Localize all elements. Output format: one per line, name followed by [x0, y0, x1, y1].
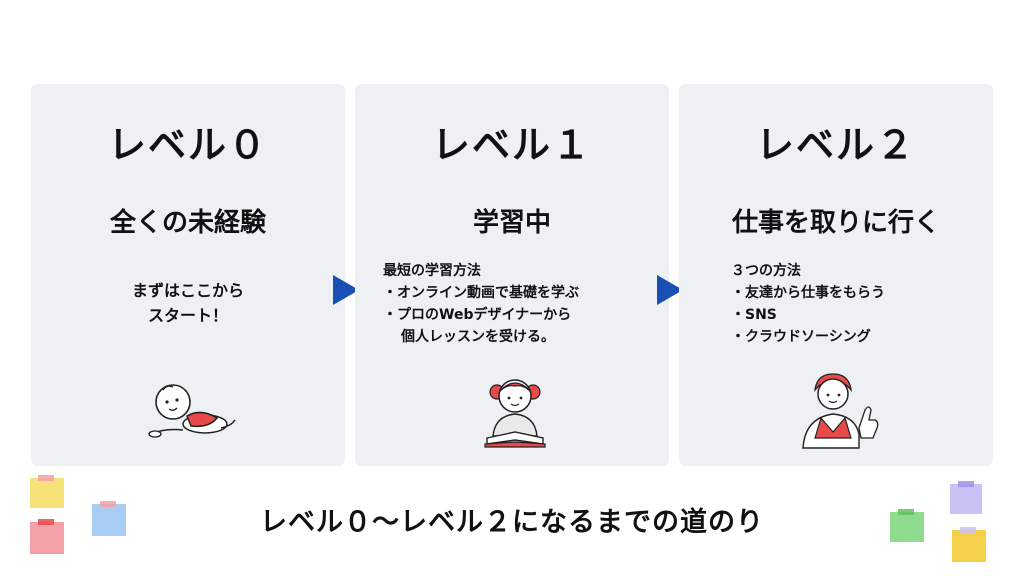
- level-1-heading: 最短の学習方法: [383, 263, 481, 279]
- level-0-line-2: スタート！: [147, 306, 228, 325]
- sticky-note-blue: [92, 501, 126, 536]
- level-1-card: レベル１ 学習中 最短の学習方法 ・オンライン動画で基礎を学ぶ ・プロのWebデ…: [355, 84, 669, 466]
- level-2-heading: ３つの方法: [731, 263, 801, 279]
- tape-decoration: [958, 481, 974, 487]
- tape-decoration: [38, 475, 54, 481]
- level-0-line-1: まずはここから: [131, 281, 244, 300]
- sticky-note-gold: [952, 527, 986, 562]
- arrow-right-icon: [333, 275, 359, 305]
- level-2-card: レベル２ 仕事を取りに行く ３つの方法 ・友達から仕事をもらう ・SNS ・クラ…: [679, 84, 993, 466]
- tape-decoration: [100, 501, 116, 507]
- level-2-description: ３つの方法 ・友達から仕事をもらう ・SNS ・クラウドソーシング: [731, 260, 885, 348]
- level-2-item-1: ・友達から仕事をもらう: [731, 285, 885, 301]
- level-2-item-3: ・クラウドソーシング: [731, 329, 871, 345]
- level-2-title: レベル２: [755, 123, 916, 167]
- baby-crawling-icon: [148, 384, 236, 438]
- level-1-description: 最短の学習方法 ・オンライン動画で基礎を学ぶ ・プロのWebデザイナーから 個人…: [383, 260, 579, 348]
- level-1-item-3: 個人レッスンを受ける。: [401, 329, 555, 345]
- sticky-note-yellow: [30, 475, 64, 508]
- page-title: レベル０～レベル２になるまでの道のり: [260, 507, 764, 538]
- woman-thumbs-up-icon: [802, 373, 879, 449]
- level-0-card: レベル０ 全くの未経験 まずはここから スタート！: [31, 84, 345, 466]
- sticky-note-green: [890, 509, 924, 542]
- level-0-subtitle: 全くの未経験: [109, 208, 266, 238]
- girl-reading-book-icon: [484, 379, 546, 448]
- level-0-title: レベル０: [107, 123, 268, 167]
- level-1-item-2: ・プロのWebデザイナーから: [383, 307, 572, 323]
- level-1-item-1: ・オンライン動画で基礎を学ぶ: [383, 285, 579, 301]
- sticky-note-purple: [950, 481, 982, 514]
- tape-decoration: [898, 509, 914, 515]
- level-0-description: まずはここから スタート！: [31, 278, 345, 328]
- sticky-note-pink: [30, 519, 64, 554]
- level-2-subtitle: 仕事を取りに行く: [731, 208, 940, 238]
- tape-decoration: [38, 519, 54, 525]
- level-1-title: レベル１: [431, 123, 592, 167]
- arrow-right-icon: [657, 275, 683, 305]
- tape-decoration: [960, 527, 976, 533]
- level-2-item-2: ・SNS: [731, 307, 777, 323]
- level-1-subtitle: 学習中: [472, 208, 551, 238]
